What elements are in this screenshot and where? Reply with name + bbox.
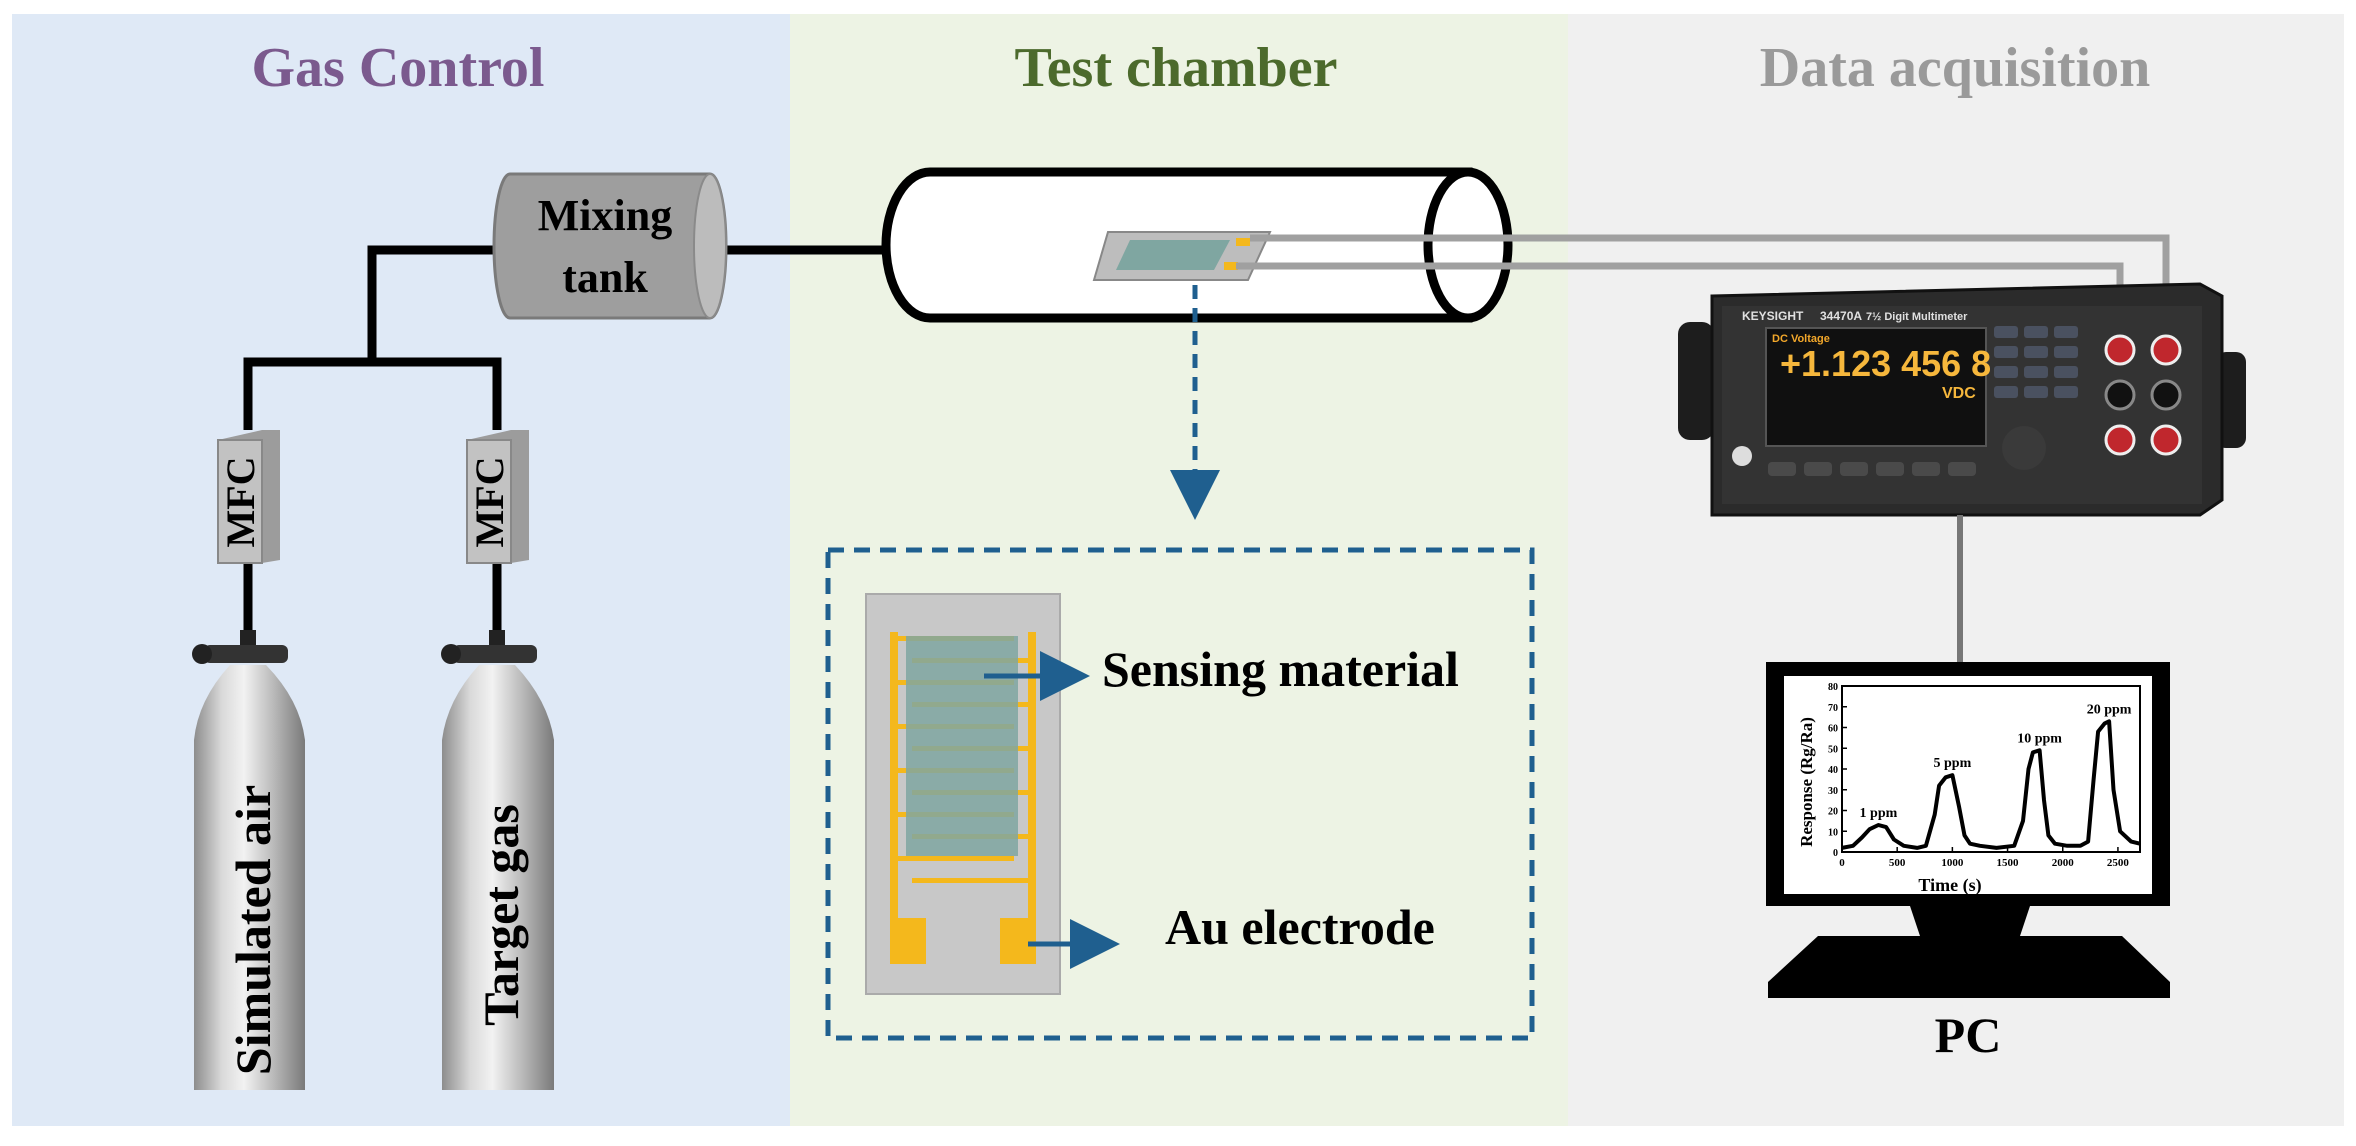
mixing-tank-label-line2: tank xyxy=(562,253,648,302)
chart-ytick-label: 80 xyxy=(1828,682,1838,693)
chart-series-line xyxy=(1841,719,2141,850)
chart-ytick-label: 70 xyxy=(1828,703,1838,714)
sensor-chip-large xyxy=(865,593,1061,995)
chart-xtick-label: 2500 xyxy=(2107,857,2130,869)
pc-screen xyxy=(1784,676,2152,894)
detail-box xyxy=(825,547,1535,1041)
mixing-tank-label-line1: Mixing xyxy=(538,191,672,240)
pc-label: PC xyxy=(1935,1007,2002,1063)
electrode-pad-right xyxy=(1000,918,1036,964)
chart-ytick-label: 0 xyxy=(1833,848,1838,859)
chart-annotation: 1 ppm xyxy=(1860,806,1898,821)
chart-annotation: 20 ppm xyxy=(2087,702,2132,717)
electrode-rail-right xyxy=(1028,632,1036,932)
chart-annotation: 5 ppm xyxy=(1934,756,1972,771)
chart-ylabel: Response (Rg/Ra) xyxy=(1797,717,1816,847)
chart-ytick-label: 60 xyxy=(1828,724,1838,735)
multimeter: KEYSIGHT 34470A 7½ Digit Multimeter DC V… xyxy=(1678,282,2246,517)
chart-xtick-label: 0 xyxy=(1839,857,1845,869)
multimeter-power-button xyxy=(1732,446,1752,466)
multimeter-softkeys xyxy=(1768,462,1976,476)
multimeter-mode: DC Voltage xyxy=(1772,333,1830,345)
electrode-rail-left xyxy=(890,632,898,932)
chart-xtick-label: 1500 xyxy=(1997,857,2020,869)
electrode-finger xyxy=(890,856,1014,861)
mfc-left-label: MFC xyxy=(218,456,263,547)
chart-ytick-label: 20 xyxy=(1828,807,1838,818)
multimeter-brand: KEYSIGHT xyxy=(1742,309,1804,323)
chart-annotation: 10 ppm xyxy=(2017,731,2062,746)
chart-ytick-label: 40 xyxy=(1828,765,1838,776)
multimeter-screen xyxy=(1765,327,1987,447)
multimeter-unit: VDC xyxy=(1942,385,1976,402)
sensing-material-label: Sensing material xyxy=(1102,641,1459,697)
chart-ytick-label: 10 xyxy=(1828,827,1838,838)
multimeter-model-desc: 7½ Digit Multimeter xyxy=(1866,311,1968,323)
chart-xtick-label: 500 xyxy=(1889,857,1906,869)
mfc-right-label: MFC xyxy=(467,456,512,547)
electrode-finger xyxy=(912,878,1036,883)
chart-xtick-label: 2000 xyxy=(2052,857,2075,869)
multimeter-terminals xyxy=(2104,334,2182,456)
data-acquisition-title: Data acquisition xyxy=(1760,37,2151,99)
mfc-right: MFC xyxy=(466,430,529,564)
multimeter-reading: +1.123 456 8 xyxy=(1780,343,1991,384)
electrode-pad-left xyxy=(890,918,926,964)
mixing-tank: Mixing tank xyxy=(492,172,728,320)
multimeter-model: 34470A xyxy=(1820,309,1862,323)
test-chamber-title: Test chamber xyxy=(1014,37,1337,99)
chart-ytick-label: 30 xyxy=(1828,786,1838,797)
gas-control-title: Gas Control xyxy=(252,37,545,99)
cylinder-simulated-air: Simulated air xyxy=(192,630,305,1090)
gas-pipes xyxy=(243,245,890,640)
response-chart: Response (Rg/Ra) Time (s) 0 10 20 30 40 50 60 7… xyxy=(1797,682,2141,896)
au-electrode-label: Au electrode xyxy=(1165,899,1435,955)
chart-xtick-label: 1000 xyxy=(1941,857,1964,869)
pc-monitor xyxy=(1766,662,2170,998)
mfc-left: MFC xyxy=(217,430,280,564)
cylinder-target-gas-label: Target gas xyxy=(473,804,529,1026)
cylinder-simulated-air-label: Simulated air xyxy=(225,785,281,1075)
sensing-material-layer xyxy=(906,636,1018,856)
chart-xlabel: Time (s) xyxy=(1918,875,1981,896)
sensor-chip-small xyxy=(1092,231,1272,281)
chart-ytick-label: 50 xyxy=(1828,744,1838,755)
multimeter-keypad xyxy=(1994,326,2078,470)
cylinder-target-gas: Target gas xyxy=(441,630,554,1090)
